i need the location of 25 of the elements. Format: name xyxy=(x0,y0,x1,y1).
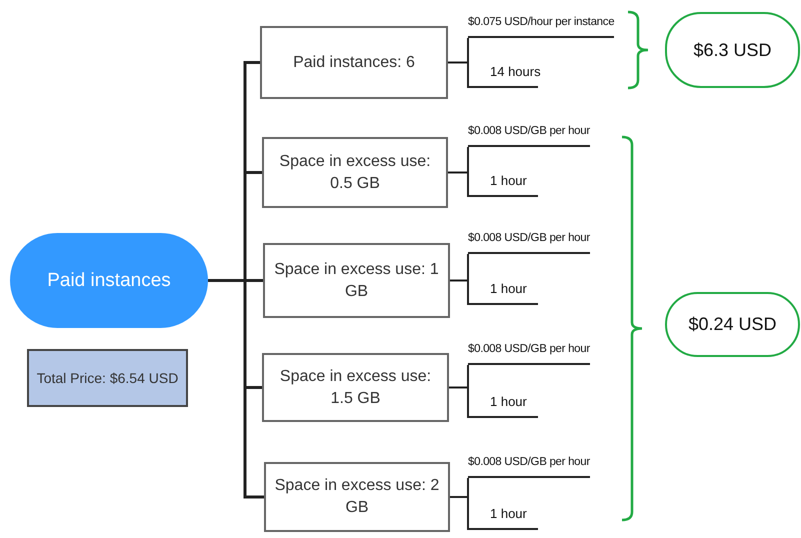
cost-pill: $6.3 USD xyxy=(665,12,800,88)
rate-label: $0.008 USD/GB per hour xyxy=(468,456,590,478)
connector-line xyxy=(448,172,469,198)
connector-line xyxy=(208,279,264,498)
process-box: Space in excess use: 2 GB xyxy=(264,462,450,532)
rounded-node: Paid instances xyxy=(10,233,208,328)
process-box: Space in excess use: 0.5 GB xyxy=(262,137,448,208)
cost-pill: $0.24 USD xyxy=(665,292,800,357)
connector-line xyxy=(449,386,469,419)
process-box: Space in excess use: 1.5 GB xyxy=(262,353,449,422)
duration-label: 1 hour xyxy=(468,281,538,305)
duration-label: 1 hour xyxy=(468,173,538,197)
rate-label: $0.008 USD/GB per hour xyxy=(468,232,590,254)
process-box: Paid instances: 6 xyxy=(260,26,448,99)
duration-label: 1 hour xyxy=(468,394,538,418)
connector-line xyxy=(450,280,469,306)
rate-label: $0.075 USD/hour per instance xyxy=(468,16,614,38)
process-box: Space in excess use: 1 GB xyxy=(263,243,450,318)
total-price-box: Total Price: $6.54 USD xyxy=(27,349,188,407)
connector-line xyxy=(448,62,469,89)
duration-label: 1 hour xyxy=(468,506,538,530)
rate-label: $0.008 USD/GB per hour xyxy=(468,343,590,365)
duration-label: 14 hours xyxy=(468,64,538,88)
rate-label: $0.008 USD/GB per hour xyxy=(468,125,590,147)
connector-line xyxy=(450,496,469,531)
